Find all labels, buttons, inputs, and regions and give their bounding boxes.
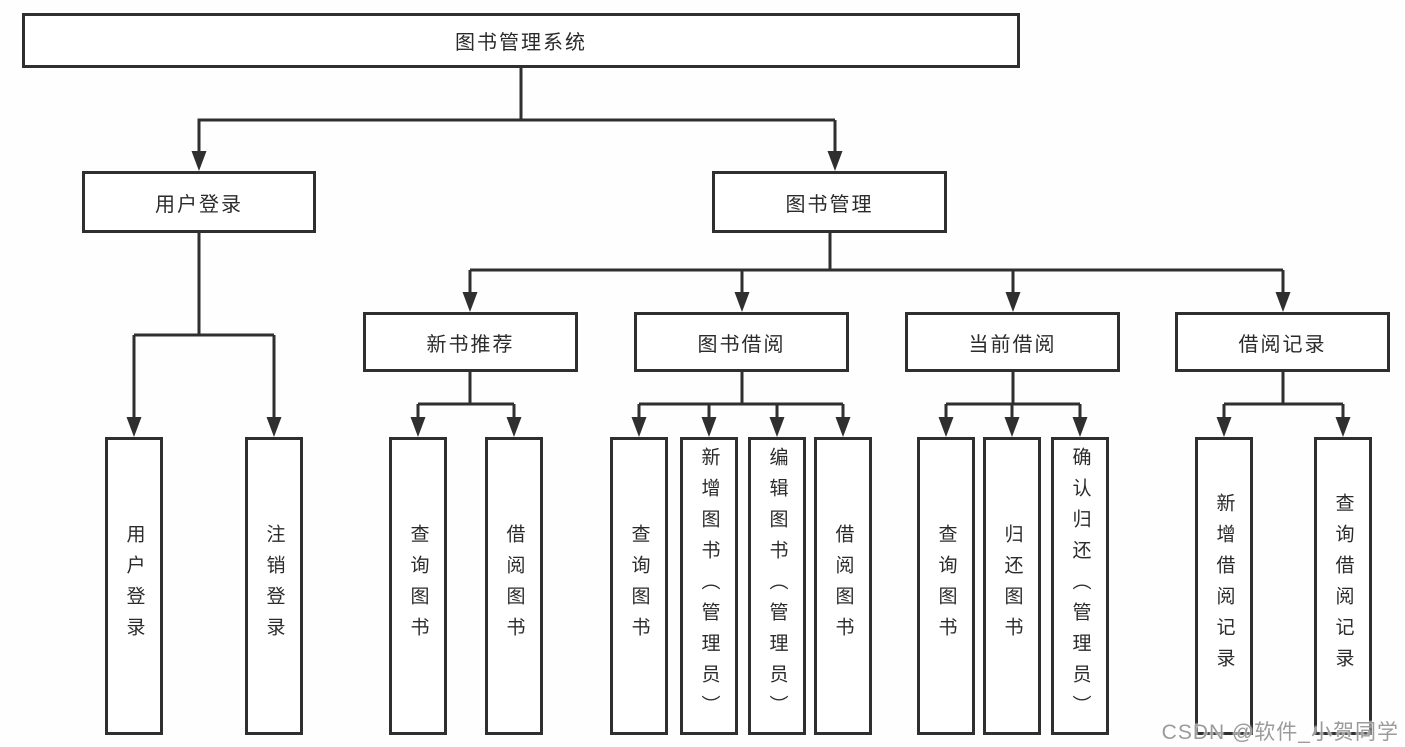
leaf-label: 借阅图书 bbox=[832, 524, 854, 648]
node-label: 新书推荐 bbox=[426, 333, 515, 356]
leaf-label: 新增图书（管理员） bbox=[698, 446, 720, 726]
leaf-logout: 注销登录 bbox=[245, 437, 303, 735]
node-book-borrowing: 图书借阅 bbox=[634, 312, 849, 372]
leaf-label: 注销登录 bbox=[263, 524, 285, 648]
leaf-label: 用户登录 bbox=[123, 524, 145, 648]
leaf-query-books-newbook: 查询图书 bbox=[389, 437, 447, 735]
leaf-label: 查询图书 bbox=[628, 524, 650, 648]
leaf-query-books-current: 查询图书 bbox=[917, 437, 975, 735]
node-label: 图书借阅 bbox=[697, 333, 786, 356]
node-label: 图书管理系统 bbox=[455, 32, 587, 54]
node-label: 用户登录 bbox=[155, 193, 243, 216]
node-new-book-recommendation: 新书推荐 bbox=[363, 312, 578, 372]
leaf-borrow-books-newbook: 借阅图书 bbox=[485, 437, 543, 735]
leaf-confirm-return-admin: 确认归还（管理员） bbox=[1051, 437, 1109, 735]
node-user-login: 用户登录 bbox=[82, 171, 316, 233]
connector-bookborrow-to-leaves bbox=[637, 372, 845, 419]
leaf-borrow-books-borrowing: 借阅图书 bbox=[814, 437, 872, 735]
leaf-label: 编辑图书（管理员） bbox=[766, 446, 788, 726]
leaf-query-books-borrowing: 查询图书 bbox=[610, 437, 668, 735]
connector-borrowrecord-to-leaves bbox=[1222, 372, 1345, 419]
leaf-label: 查询借阅记录 bbox=[1332, 493, 1354, 679]
node-borrowing-records: 借阅记录 bbox=[1175, 312, 1390, 372]
csdn-watermark: CSDN @软件_小贺同学 bbox=[1161, 721, 1399, 744]
leaf-edit-books-admin: 编辑图书（管理员） bbox=[748, 437, 806, 735]
leaf-label: 查询图书 bbox=[407, 524, 429, 648]
connector-root-to-level2 bbox=[197, 68, 837, 153]
node-library-management-system: 图书管理系统 bbox=[22, 13, 1020, 68]
leaf-label: 借阅图书 bbox=[503, 524, 525, 648]
connector-bookmgmt-to-level3 bbox=[468, 233, 1285, 295]
node-label: 图书管理 bbox=[785, 193, 874, 216]
node-book-management: 图书管理 bbox=[712, 171, 947, 233]
node-label: 当前借阅 bbox=[968, 333, 1057, 356]
leaf-return-books: 归还图书 bbox=[983, 437, 1041, 735]
leaf-label: 确认归还（管理员） bbox=[1069, 446, 1091, 726]
leaf-add-books-admin: 新增图书（管理员） bbox=[680, 437, 738, 735]
leaf-add-borrow-record: 新增借阅记录 bbox=[1195, 437, 1253, 735]
connector-currentborrow-to-leaves bbox=[944, 372, 1082, 419]
leaf-query-borrow-record: 查询借阅记录 bbox=[1314, 437, 1372, 735]
leaf-label: 新增借阅记录 bbox=[1213, 493, 1235, 679]
connector-userlogin-to-leaves bbox=[132, 233, 276, 419]
connector-newbook-to-leaves bbox=[416, 372, 516, 419]
node-current-borrowing: 当前借阅 bbox=[905, 312, 1120, 372]
arrowheads bbox=[126, 151, 1351, 437]
leaf-label: 查询图书 bbox=[935, 524, 957, 648]
leaf-user-login: 用户登录 bbox=[105, 437, 163, 735]
leaf-label: 归还图书 bbox=[1001, 524, 1023, 648]
node-label: 借阅记录 bbox=[1238, 333, 1327, 356]
